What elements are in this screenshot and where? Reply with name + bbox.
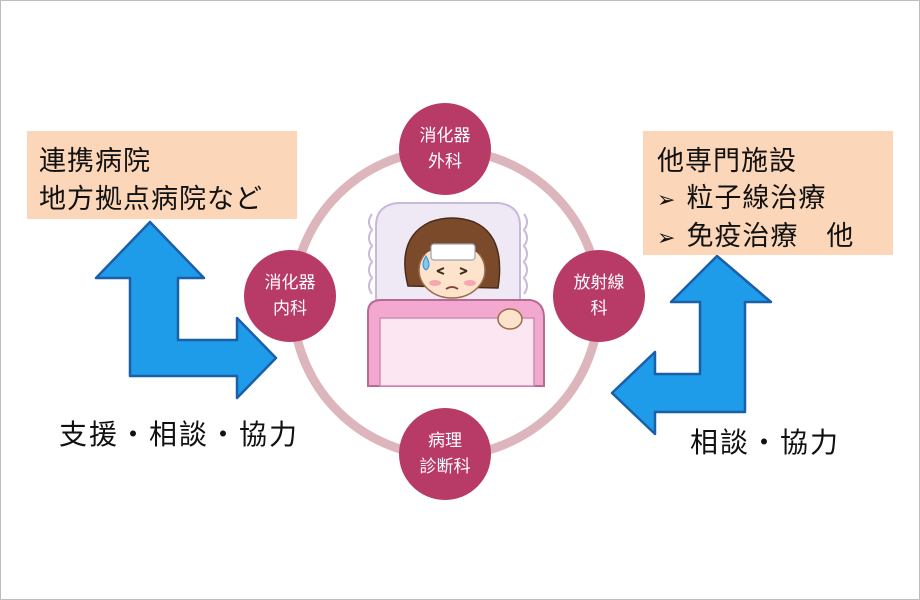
node-radiology-line1: 放射線 (573, 273, 625, 293)
left-support-arrow (94, 220, 278, 400)
bullet-text: 免疫治療 他 (686, 221, 855, 252)
affiliated-hospitals-box: 連携病院 地方拠点病院など (27, 131, 297, 219)
bullet-arrow-icon: ➢ (657, 188, 677, 213)
right-caption: 相談・協力 (690, 426, 841, 459)
node-pathology: 病理 診断科 (399, 408, 491, 500)
node-gi-internal-medicine: 消化器 内科 (244, 250, 336, 342)
node-pathology-line2: 診断科 (419, 457, 471, 477)
node-radiology: 放射線 科 (553, 250, 645, 342)
node-radiology-line2: 科 (590, 299, 608, 319)
node-gi-internal-line2: 内科 (273, 299, 307, 319)
patient-icon (367, 202, 545, 387)
bullet-text: 粒子線治療 (686, 183, 827, 214)
node-pathology-line1: 病理 (428, 431, 462, 451)
node-gi-surgery: 消化器 外科 (399, 103, 491, 195)
left-caption: 支援・相談・協力 (59, 418, 300, 451)
bullet-item: ➢ 粒子線治療 (657, 176, 826, 215)
bullet-arrow-icon: ➢ (657, 226, 677, 251)
node-gi-surgery-line2: 外科 (428, 152, 462, 172)
right-consult-arrow (610, 254, 773, 436)
bullet-item: ➢ 免疫治療 他 (657, 214, 854, 253)
affiliated-hospitals-title: 連携病院 (39, 146, 151, 177)
specialized-facilities-title: 他専門施設 (657, 146, 797, 177)
node-gi-internal-line1: 消化器 (264, 273, 316, 293)
node-gi-surgery-line1: 消化器 (419, 126, 471, 146)
affiliated-hospitals-subtitle: 地方拠点病院など (39, 184, 263, 215)
specialized-facilities-box: 他専門施設 ➢ 粒子線治療 ➢ 免疫治療 他 (643, 131, 893, 255)
